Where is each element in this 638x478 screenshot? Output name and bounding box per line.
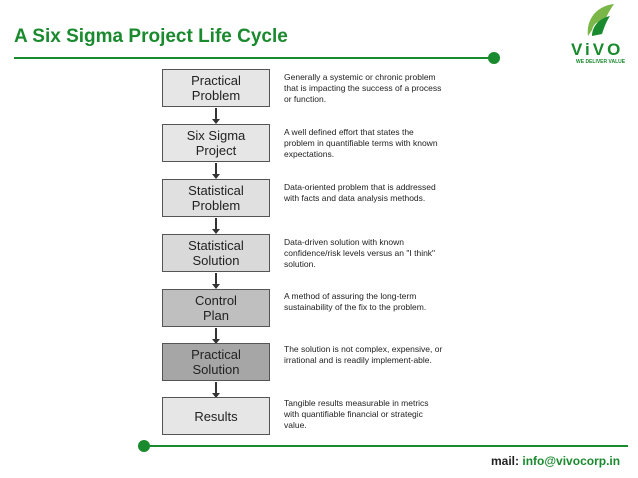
step-desc-six-sigma-project: A well defined effort that states the pr… <box>284 127 438 159</box>
footer-contact: mail: info@vivocorp.in <box>491 454 620 468</box>
step-desc-statistical-solution: Data-driven solution with known confiden… <box>284 237 436 269</box>
flow-arrow <box>212 163 220 179</box>
flow-arrow <box>212 218 220 234</box>
flow-arrow <box>212 382 220 398</box>
step-box-statistical-solution: Statistical Solution <box>162 234 270 272</box>
flow-arrow <box>212 328 220 344</box>
step-box-statistical-problem: Statistical Problem <box>162 179 270 217</box>
header-divider <box>14 57 494 59</box>
step-box-practical-problem: Practical Problem <box>162 69 270 107</box>
step-desc-statistical-problem: Data-oriented problem that is addressed … <box>284 182 436 203</box>
footer-email-link[interactable]: info@vivocorp.in <box>522 454 621 468</box>
footer-mail-label: mail: <box>491 454 520 468</box>
step-desc-practical-problem: Generally a systemic or chronic problem … <box>284 72 442 104</box>
page-title: A Six Sigma Project Life Cycle <box>14 26 288 47</box>
step-desc-results: Tangible results measurable in metrics w… <box>284 398 429 430</box>
logo-wordmark: ViVO <box>571 40 624 59</box>
vivo-leaf-logo-icon <box>587 4 614 36</box>
logo-tagline: WE DELIVER VALUE <box>576 59 626 65</box>
flow-arrow <box>212 108 220 124</box>
step-box-results: Results <box>162 397 270 435</box>
header-divider-end-dot <box>488 52 500 64</box>
step-desc-control-plan: A method of assuring the long-term susta… <box>284 291 427 312</box>
step-box-six-sigma-project: Six Sigma Project <box>162 124 270 162</box>
step-box-control-plan: Control Plan <box>162 289 270 327</box>
step-box-practical-solution: Practical Solution <box>162 343 270 381</box>
step-desc-practical-solution: The solution is not complex, expensive, … <box>284 344 443 365</box>
flow-arrow <box>212 273 220 289</box>
footer-divider <box>144 445 628 447</box>
